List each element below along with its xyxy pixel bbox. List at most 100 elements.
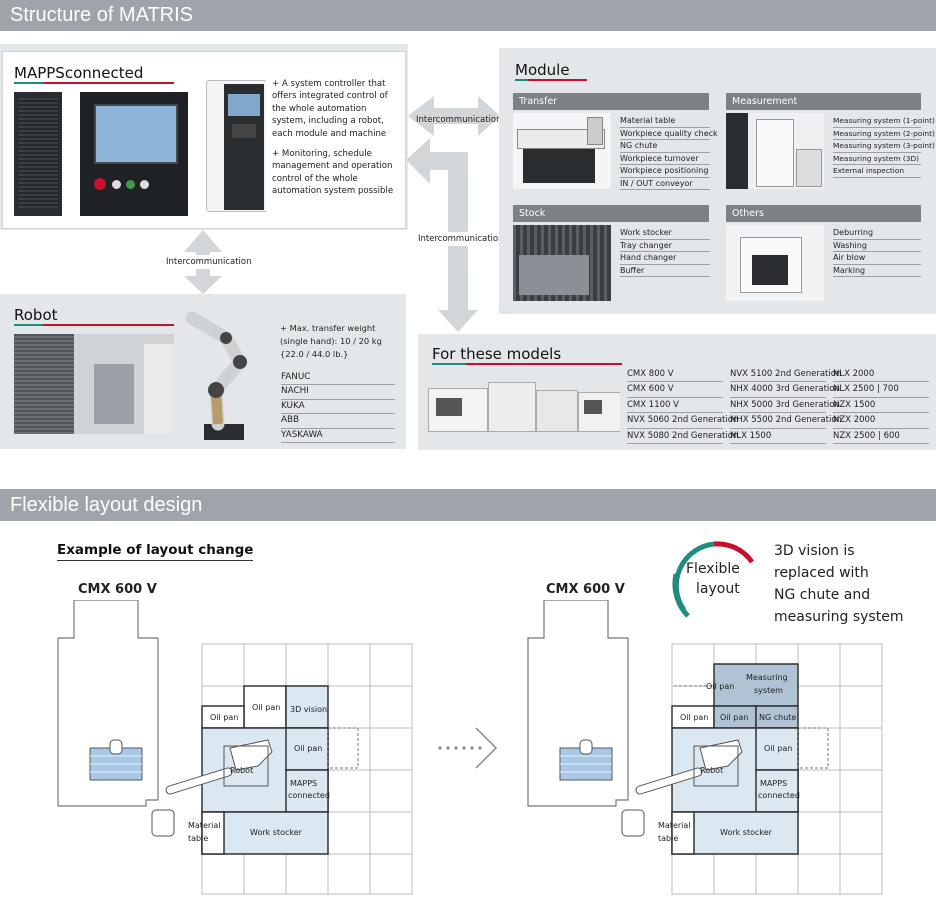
others-items: Deburring Washing Air blow Marking bbox=[833, 227, 921, 277]
intercommunication-label-a: Intercommunication bbox=[416, 115, 502, 125]
mapps-bullet-1: + A system controller that offers integr… bbox=[272, 79, 388, 139]
machine-label-left: CMX 600 V bbox=[78, 582, 157, 597]
caption-line: NG chute and bbox=[774, 587, 871, 603]
label-material-2: table bbox=[658, 834, 678, 843]
label-measuring-1: Measuring bbox=[746, 673, 788, 682]
mapps-title: MAPPSconnected bbox=[14, 64, 144, 82]
robot-brands: FANUC NACHI KUKA ABB YASKAWA bbox=[281, 371, 395, 443]
section-structure-title: Structure of MATRIS bbox=[0, 0, 936, 31]
model-item: NLX 1500 bbox=[730, 429, 826, 444]
model-item: NLX 2500 | 700 bbox=[833, 382, 929, 398]
label-mapps-1: MAPPS bbox=[290, 779, 317, 788]
stock-item: Buffer bbox=[620, 265, 710, 277]
transfer-item: Workpiece quality check bbox=[620, 128, 718, 140]
label-oil-pan-d: Oil pan bbox=[764, 744, 792, 753]
module-title: Module bbox=[515, 61, 570, 79]
transfer-header: Transfer bbox=[513, 93, 709, 110]
label-3d-vision: 3D vision bbox=[290, 705, 327, 714]
brand-item: NACHI bbox=[281, 385, 395, 400]
mapps-bullet-2: + Monitoring, schedule management and op… bbox=[272, 149, 394, 197]
brand-item: FANUC bbox=[281, 371, 395, 386]
caption-line: 3D vision is bbox=[774, 543, 855, 559]
others-item: Air blow bbox=[833, 252, 921, 265]
mapps-inner bbox=[2, 51, 406, 229]
models-title: For these models bbox=[432, 345, 562, 363]
model-item: NVX 5080 2nd Generation bbox=[627, 429, 738, 444]
example-title: Example of layout change bbox=[57, 542, 254, 561]
others-item: Deburring bbox=[833, 227, 921, 240]
layout-plan-right: Oil pan Measuring system Oil pan Oil pan… bbox=[527, 600, 883, 895]
horizontal-double-arrow bbox=[408, 96, 500, 136]
brand-item: KUKA bbox=[281, 400, 395, 415]
flexible-layout-badge bbox=[672, 541, 755, 618]
others-header: Others bbox=[726, 205, 921, 222]
measurement-item: Measuring system (1-point) bbox=[833, 115, 935, 128]
others-item: Washing bbox=[833, 240, 921, 252]
models-col-3: NLX 2000 NLX 2500 | 700 NZX 1500 NZX 200… bbox=[833, 367, 929, 444]
label-oil-pan-3: Oil pan bbox=[294, 744, 322, 753]
robot-title-underline bbox=[14, 324, 174, 326]
label-work-stocker: Work stocker bbox=[250, 828, 303, 837]
model-item: NHX 4000 3rd Generation bbox=[730, 382, 840, 398]
mapps-photo-panel bbox=[80, 92, 188, 216]
stock-photo bbox=[513, 225, 611, 301]
machines-photo bbox=[428, 378, 620, 432]
measurement-item: Measuring system (3D) bbox=[833, 153, 921, 165]
transfer-item: Workpiece turnover bbox=[620, 153, 710, 165]
mapps-photo-door bbox=[14, 92, 62, 216]
others-photo bbox=[726, 225, 824, 301]
models-title-underline bbox=[432, 363, 622, 365]
measurement-item: Measuring system (2-point) bbox=[833, 128, 935, 140]
stock-header: Stock bbox=[513, 205, 709, 222]
models-col-2: NVX 5100 2nd Generation NHX 4000 3rd Gen… bbox=[730, 367, 842, 444]
model-item: NHX 5000 3rd Generation bbox=[730, 398, 840, 414]
model-item: NZX 1500 bbox=[833, 398, 929, 414]
robot-cell-photo bbox=[14, 334, 174, 434]
robot-title: Robot bbox=[14, 306, 58, 324]
transfer-items: Material table Workpiece quality check N… bbox=[620, 115, 718, 190]
module-title-underline bbox=[515, 79, 587, 81]
label-oil-pan-b: Oil pan bbox=[680, 713, 708, 722]
l-shaped-arrow bbox=[406, 138, 478, 332]
transfer-item: IN / OUT conveyor bbox=[620, 178, 710, 190]
measurement-item: Measuring system (3-point) bbox=[833, 140, 935, 153]
stock-item: Work stocker bbox=[620, 227, 710, 240]
mapps-title-underline bbox=[14, 82, 174, 84]
label-oil-pan-2: Oil pan bbox=[210, 713, 238, 722]
models-col-1: CMX 800 V CMX 600 V CMX 1100 V NVX 5060 … bbox=[627, 367, 738, 444]
transfer-photo bbox=[513, 113, 611, 189]
stock-items: Work stocker Tray changer Hand changer B… bbox=[620, 227, 710, 277]
model-item: NLX 2000 bbox=[833, 367, 929, 383]
flexible-label-1: Flexible bbox=[686, 561, 740, 577]
layout-plan-left: Oil pan 3D vision Oil pan Oil pan Robot … bbox=[57, 600, 413, 895]
label-robot: Robot bbox=[230, 766, 253, 775]
robot-weight: + Max. transfer weight (single hand): 10… bbox=[280, 323, 382, 359]
label-material-1: Material bbox=[188, 821, 221, 830]
layout-caption: 3D vision is replaced with NG chute and … bbox=[774, 540, 903, 628]
model-item: NZX 2500 | 600 bbox=[833, 429, 929, 444]
change-arrow-icon bbox=[438, 727, 498, 769]
caption-line: replaced with bbox=[774, 565, 869, 581]
model-item: NVX 5100 2nd Generation bbox=[730, 367, 841, 383]
label-ng-chute: NG chute bbox=[759, 713, 796, 722]
mapps-controller-photo bbox=[206, 80, 266, 214]
label-mapps-2: connected bbox=[288, 791, 330, 800]
transfer-item: Workpiece positioning bbox=[620, 165, 710, 178]
stock-item: Hand changer bbox=[620, 252, 710, 265]
label-measuring-2: system bbox=[754, 686, 783, 695]
caption-line: measuring system bbox=[774, 609, 904, 625]
intercommunication-arrows bbox=[184, 96, 500, 332]
label-oil-pan-a: Oil pan bbox=[706, 682, 734, 691]
others-item: Marking bbox=[833, 265, 921, 277]
transfer-item: NG chute bbox=[620, 140, 710, 153]
model-item: CMX 1100 V bbox=[627, 398, 723, 414]
flexible-label-2: layout bbox=[696, 581, 740, 597]
label-oil-pan-1: Oil pan bbox=[252, 703, 280, 712]
transfer-item: Material table bbox=[620, 115, 710, 128]
intercommunication-label-c: Intercommunication bbox=[166, 255, 252, 269]
model-item: NZX 2000 bbox=[833, 413, 929, 429]
intercommunication-label-b: Intercommunication bbox=[418, 232, 504, 246]
label-work-stocker: Work stocker bbox=[720, 828, 773, 837]
stock-item: Tray changer bbox=[620, 240, 710, 252]
label-oil-pan-c: Oil pan bbox=[720, 713, 748, 722]
